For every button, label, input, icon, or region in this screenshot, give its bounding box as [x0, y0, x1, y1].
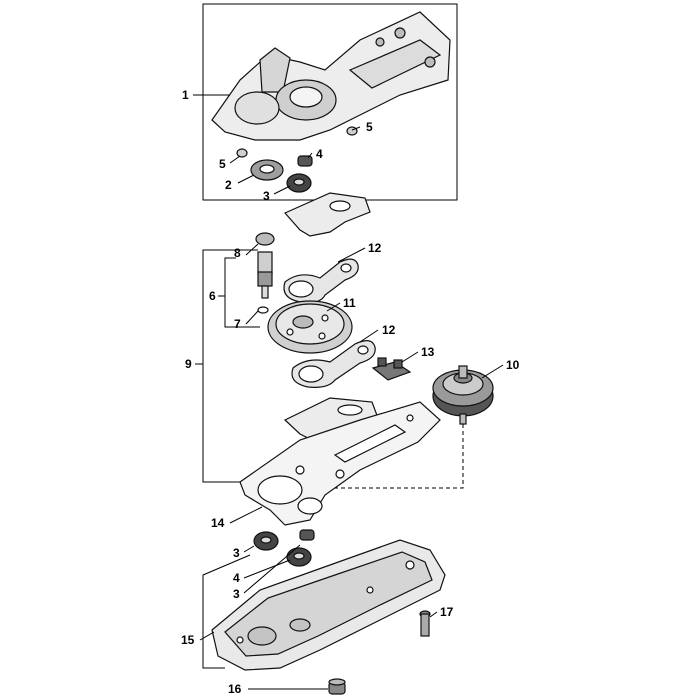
screw — [419, 610, 431, 637]
callout-5: 5 — [219, 157, 226, 171]
pinion-shaft — [257, 251, 273, 299]
large-gear — [267, 300, 353, 354]
callout-7: 7 — [234, 317, 241, 331]
gasket — [239, 401, 441, 526]
callout-10: 10 — [506, 358, 520, 372]
projection-line — [300, 424, 464, 489]
callout-8: 8 — [234, 246, 241, 260]
callout-5: 5 — [366, 120, 373, 134]
callout-4: 4 — [316, 147, 323, 161]
needle-bearing — [299, 529, 315, 541]
callout-9: 9 — [185, 357, 192, 371]
callout-12: 12 — [368, 241, 382, 255]
callout-14: 14 — [211, 516, 225, 530]
ball-bearing — [286, 547, 312, 567]
guide-block — [371, 357, 412, 381]
o-ring — [257, 306, 269, 314]
needle-bearing — [297, 155, 313, 167]
callout-16: 16 — [228, 682, 242, 696]
callout-4: 4 — [233, 571, 240, 585]
small-gear — [255, 232, 275, 246]
cover-plate-top — [284, 192, 371, 237]
callout-13: 13 — [421, 345, 435, 359]
callout-1: 1 — [182, 88, 189, 102]
group-bracket-9 — [202, 249, 285, 483]
gear-housing — [211, 11, 451, 141]
callout-11: 11 — [343, 296, 356, 310]
callout-6: 6 — [209, 289, 216, 303]
dowel-pin — [236, 148, 248, 158]
callout-3: 3 — [263, 189, 270, 203]
seal-ring — [250, 159, 284, 181]
callout-12: 12 — [382, 323, 396, 337]
plug — [328, 678, 346, 695]
ball-bearing — [253, 531, 279, 551]
connecting-link — [291, 340, 376, 388]
lower-housing — [211, 539, 446, 671]
callout-15: 15 — [181, 633, 195, 647]
callout-3: 3 — [233, 587, 240, 601]
ball-bearing — [286, 173, 312, 193]
callout-17: 17 — [440, 605, 454, 619]
gear-assembly — [432, 365, 494, 425]
callout-2: 2 — [225, 178, 232, 192]
callout-3: 3 — [233, 546, 240, 560]
